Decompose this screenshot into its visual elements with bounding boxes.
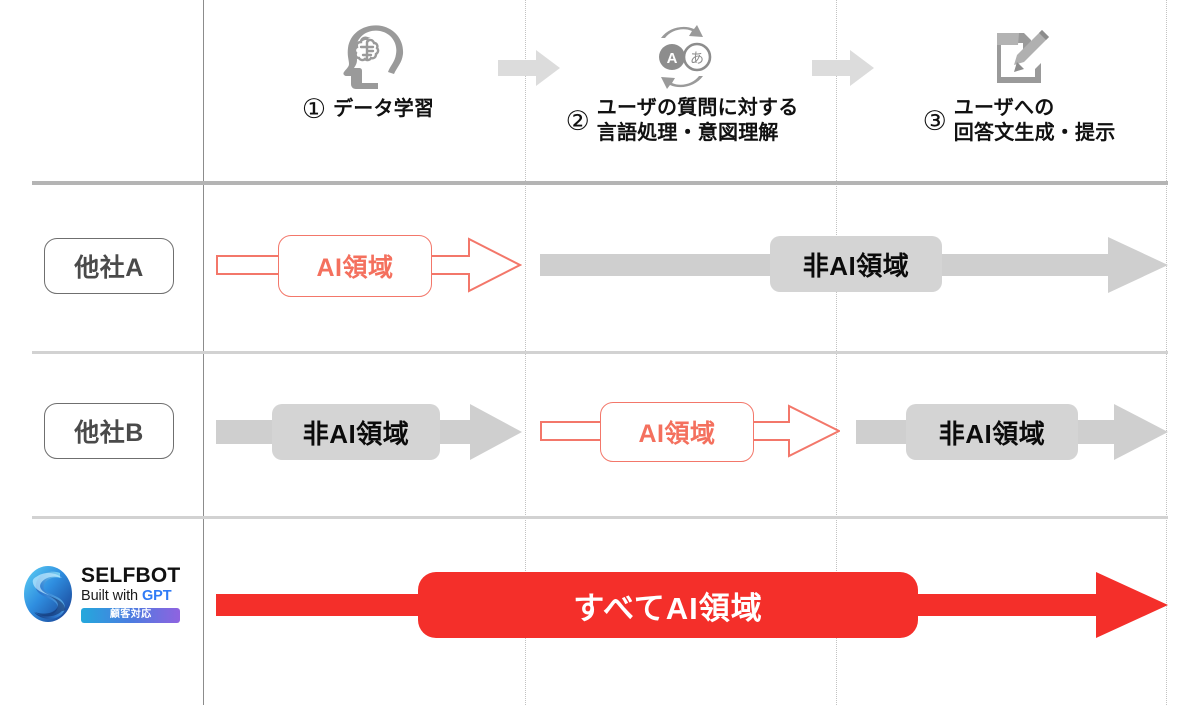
grid-hline-header [32,181,1168,185]
bar-row1-ai-chip: AI領域 [278,235,432,297]
document-pencil-icon [870,18,1168,96]
bar-row2-ai: AI領域 [540,396,840,466]
step-arrow-2-3 [812,48,876,93]
bar-row1-nonai: 非AI領域 [540,230,1168,300]
selfbot-logo-tagline-prefix: Built with [81,588,142,605]
column-header-3: ③ ユーザへの 回答文生成・提示 [870,18,1168,146]
row-label-competitor-a: 他社A [44,238,174,294]
column-header-1-title: ① データ学習 [213,96,523,123]
column-header-2-title: ② ユーザの質問に対する 言語処理・意図理解 [528,96,836,146]
translate-icon: A あ [528,18,836,96]
selfbot-logo-name: SELFBOT [81,564,181,588]
brain-head-icon [213,18,523,96]
bar-row2-nonai-2-chip: 非AI領域 [906,404,1078,460]
bar-row3-all-ai: すべてAI領域 [216,560,1168,650]
bar-row3-all-ai-label: すべてAI領域 [573,590,763,626]
selfbot-logo-tagline-brand: GPT [141,588,172,605]
svg-text:A: A [667,50,678,67]
bar-row1-nonai-chip: 非AI領域 [770,236,942,292]
bar-row2-nonai-1: 非AI領域 [216,398,522,466]
bar-row1-nonai-label: 非AI領域 [802,250,910,281]
column-header-2-label: ユーザの質問に対する 言語処理・意図理解 [596,97,799,144]
column-header-1-number: ① [301,94,327,125]
grid-hline-row2-row3 [32,516,1168,519]
bar-row2-ai-label: AI領域 [638,420,716,448]
selfbot-swirl-logo-icon [24,566,72,622]
column-header-3-title: ③ ユーザへの 回答文生成・提示 [870,96,1168,146]
row-label-competitor-b: 他社B [44,403,174,459]
column-header-3-label: ユーザへの 回答文生成・提示 [953,97,1116,144]
row-label-competitor-a-text: 他社A [74,254,144,282]
grid-hline-row1-row2 [32,351,1168,354]
bar-row1-ai: AI領域 [216,228,522,302]
selfbot-logo-text: SELFBOT Built with GPT 顧客対応 [81,564,181,623]
bar-row2-ai-chip: AI領域 [600,402,754,462]
column-header-2-number: ② [565,105,590,137]
svg-text:あ: あ [690,51,704,67]
column-header-2: A あ ② ユーザの質問に対する 言語処理・意図理解 [528,18,836,146]
step-arrow-1-2 [498,48,562,93]
column-header-1: ① データ学習 [213,18,523,123]
bar-row2-nonai-1-label: 非AI領域 [302,418,410,449]
bar-row1-ai-label: AI領域 [316,254,394,282]
bar-row2-nonai-1-chip: 非AI領域 [272,404,440,460]
row-label-competitor-b-text: 他社B [74,419,144,447]
bar-row2-nonai-2: 非AI領域 [856,398,1168,466]
selfbot-logo-tagline: Built with GPT [81,588,172,605]
selfbot-logo: SELFBOT Built with GPT 顧客対応 [22,564,181,623]
selfbot-logo-badge: 顧客対応 [81,607,181,623]
bar-row3-all-ai-chip: すべてAI領域 [418,572,918,638]
column-header-3-number: ③ [922,105,947,137]
column-header-1-label: データ学習 [333,98,435,120]
bar-row2-nonai-2-label: 非AI領域 [938,418,1046,449]
